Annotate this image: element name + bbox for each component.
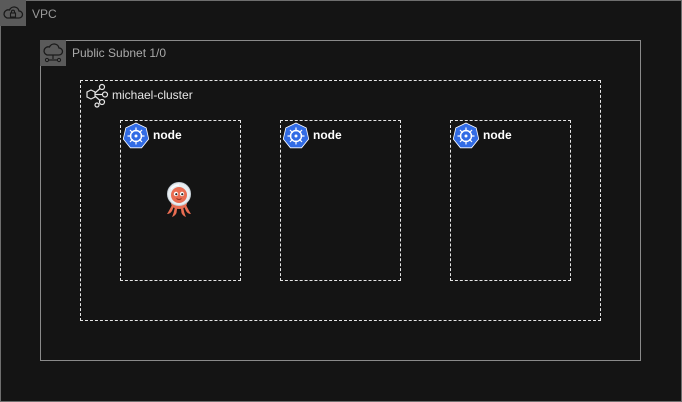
cloud-network-icon: [40, 40, 66, 66]
node-label: node: [153, 128, 182, 142]
cluster-label: michael-cluster: [112, 88, 193, 102]
node-label: node: [483, 128, 512, 142]
kubernetes-node-icon: [452, 122, 480, 150]
subnet-label: Public Subnet 1/0: [72, 46, 167, 60]
node-group-1[interactable]: [120, 120, 241, 281]
argo-octopus-icon[interactable]: [164, 181, 194, 219]
subnet-group[interactable]: [40, 40, 641, 361]
kubernetes-node-icon: [282, 122, 310, 150]
node-label: node: [313, 128, 342, 142]
vpc-label: VPC: [32, 7, 57, 21]
node-group-2[interactable]: [280, 120, 401, 281]
cluster-icon: [83, 82, 109, 108]
cloud-lock-icon: [0, 0, 26, 26]
node-group-3[interactable]: [450, 120, 571, 281]
kubernetes-node-icon: [122, 122, 150, 150]
cluster-group[interactable]: [80, 80, 601, 321]
